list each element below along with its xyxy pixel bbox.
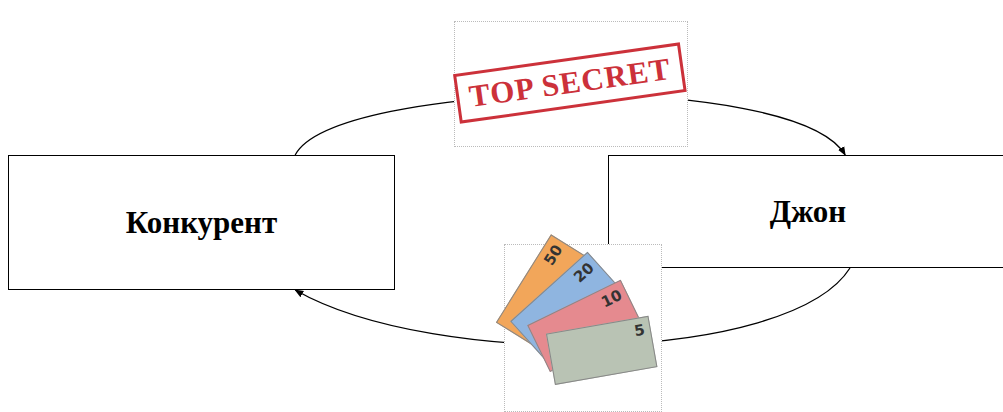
banknote-value: 10 (598, 286, 625, 311)
process-box: Джон (608, 155, 1003, 268)
banknote-value: 50 (540, 241, 566, 268)
banknote-value: 5 (633, 321, 646, 341)
process-box: Конкурент (8, 155, 395, 290)
box-label: Джон (770, 194, 846, 230)
banknote-value: 20 (570, 259, 598, 286)
box-label: Конкурент (126, 205, 277, 241)
